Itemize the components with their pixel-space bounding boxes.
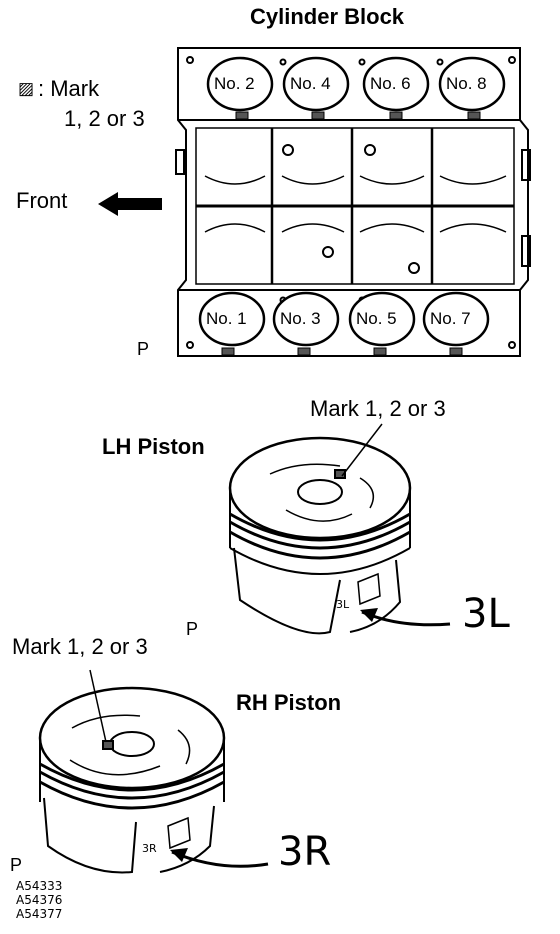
mark-legend-line2: 1, 2 or 3 [64, 106, 145, 131]
cylinder-label: No. 1 [206, 309, 247, 328]
cylinder-label: No. 4 [290, 74, 331, 93]
rh-mark-label: Mark 1, 2 or 3 [12, 634, 148, 659]
rh-side-small-mark: 3R [142, 842, 157, 855]
front-label: Front [16, 188, 68, 213]
lh-piston-title: LH Piston [102, 434, 205, 459]
rh-piston-title: RH Piston [236, 690, 342, 715]
cylinder-label: No. 3 [280, 309, 321, 328]
front-arrow-icon [98, 192, 162, 216]
rh-p-label: P [10, 855, 23, 875]
cylinder-block-drawing [175, 47, 531, 357]
cylinder-label: No. 8 [446, 74, 487, 93]
figure-code: A54333 [16, 879, 63, 893]
cylinder-label: No. 2 [214, 74, 255, 93]
block-mark-boxes [221, 111, 481, 356]
cylinder-bores [198, 56, 506, 347]
cylinder-block-title: Cylinder Block [250, 4, 405, 29]
lh-p-label: P [186, 619, 199, 639]
block-p-label: P [137, 339, 150, 359]
rh-side-mark: 3R [278, 829, 332, 875]
cylinder-label: No. 5 [356, 309, 397, 328]
lh-side-mark: 3L [462, 591, 510, 637]
mark-legend-line1: : Mark [38, 76, 100, 101]
cylinder-label: No. 6 [370, 74, 411, 93]
figure-code: A54377 [16, 907, 63, 921]
figure-code: A54376 [16, 893, 63, 907]
lh-side-small-mark: 3L [336, 598, 350, 611]
lh-mark-label: Mark 1, 2 or 3 [310, 396, 446, 421]
rh-piston-drawing [38, 686, 226, 874]
mark-legend-symbol: ▨ [18, 79, 35, 98]
lh-piston-drawing [228, 436, 412, 635]
cylinder-label: No. 7 [430, 309, 471, 328]
